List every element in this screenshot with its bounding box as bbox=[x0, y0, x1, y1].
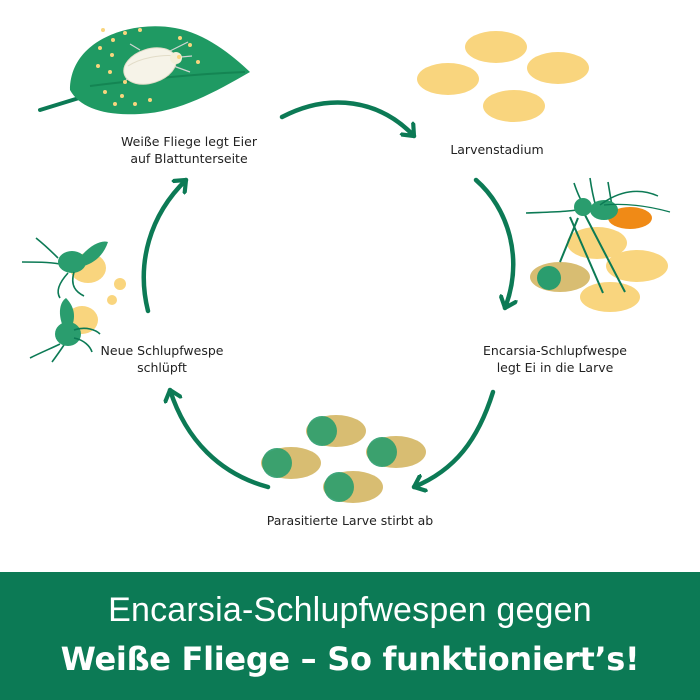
stage-label-oviposition: Encarsia-Schlupfwespe legt Ei in die Lar… bbox=[483, 343, 627, 375]
stage-label-eggs: Weiße Fliege legt Eier auf Blattuntersei… bbox=[121, 134, 257, 166]
wasp-laying-egg-icon bbox=[525, 177, 671, 312]
leaf-with-whitefly-icon bbox=[38, 26, 250, 115]
arrow-hatching-to-eggs bbox=[141, 177, 189, 314]
parasitized-larvae-icon bbox=[261, 415, 426, 503]
larvae-icon bbox=[417, 31, 589, 122]
hatching-wasps-icon bbox=[21, 237, 126, 363]
wasp-icon bbox=[29, 298, 101, 363]
stage-label-parasitized: Parasitierte Larve stirbt ab bbox=[266, 513, 434, 528]
arrow-eggs-to-larvae bbox=[279, 100, 417, 139]
banner-title-line2: Weiße Fliege – So funktioniert’s! bbox=[60, 640, 640, 678]
arrow-oviposition-to-parasitized bbox=[411, 389, 496, 487]
wasp-icon bbox=[21, 237, 108, 299]
title-banner: Encarsia-Schlupfwespen gegen Weiße Flieg… bbox=[0, 572, 700, 700]
stage-label-hatching: Neue Schlupfwespe schlüpft bbox=[100, 343, 224, 375]
whitefly-icon bbox=[123, 41, 193, 85]
stage-label-larvae: Larvenstadium bbox=[450, 142, 544, 157]
banner-title-line1: Encarsia-Schlupfwespen gegen bbox=[108, 591, 592, 629]
arrow-parasitized-to-hatching bbox=[170, 387, 271, 490]
cycle-arrows bbox=[141, 100, 513, 490]
arrow-larvae-to-oviposition bbox=[473, 177, 513, 311]
life-cycle-diagram: Weiße Fliege legt Eier auf Blattuntersei… bbox=[21, 26, 671, 528]
